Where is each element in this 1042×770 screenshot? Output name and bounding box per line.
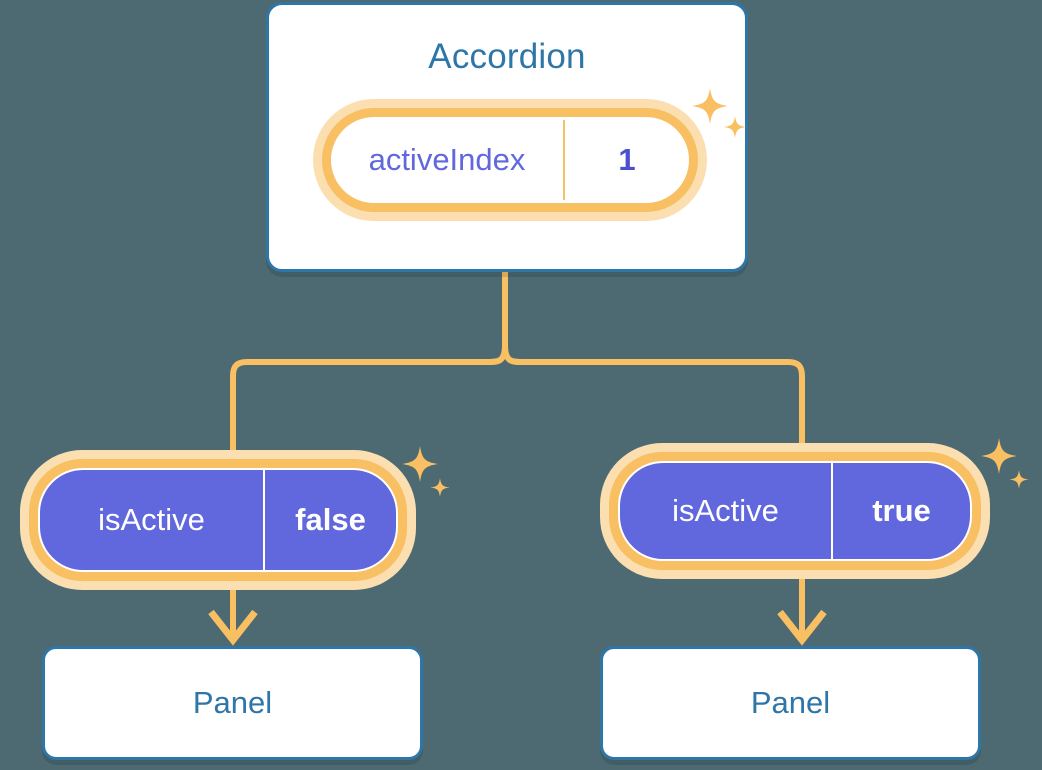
prop-pill-activeindex[interactable]: activeIndex 1 [322, 108, 698, 212]
pill-divider [263, 470, 265, 570]
arrowhead-left [208, 609, 258, 646]
prop-value-label: true [872, 493, 931, 528]
connector-root-to-left [230, 344, 508, 450]
prop-value-label: 1 [618, 142, 636, 177]
panel-title: Panel [750, 685, 831, 720]
connector-root-to-right [502, 344, 805, 443]
prop-key-label: isActive [672, 493, 779, 528]
pill-divider [831, 463, 833, 559]
panel-title: Panel [192, 685, 273, 720]
component-card-accordion[interactable]: Accordion activeIndex 1 [266, 2, 748, 272]
prop-pill-isactive-true[interactable]: isActive true [618, 461, 972, 561]
state-pill-left[interactable]: isActive false [20, 450, 416, 590]
prop-key-label: isActive [98, 502, 205, 537]
pill-divider [563, 120, 565, 200]
state-pill-right[interactable]: isActive true [600, 443, 990, 579]
prop-value-label: false [295, 502, 366, 537]
prop-pill-isactive-false[interactable]: isActive false [38, 468, 398, 572]
component-card-panel-left[interactable]: Panel [42, 646, 423, 760]
root-prop-pill[interactable]: activeIndex 1 [313, 99, 707, 221]
page-title: Accordion [428, 37, 586, 76]
component-card-panel-right[interactable]: Panel [600, 646, 981, 760]
arrowhead-right [777, 609, 827, 646]
prop-key-label: activeIndex [368, 142, 526, 177]
